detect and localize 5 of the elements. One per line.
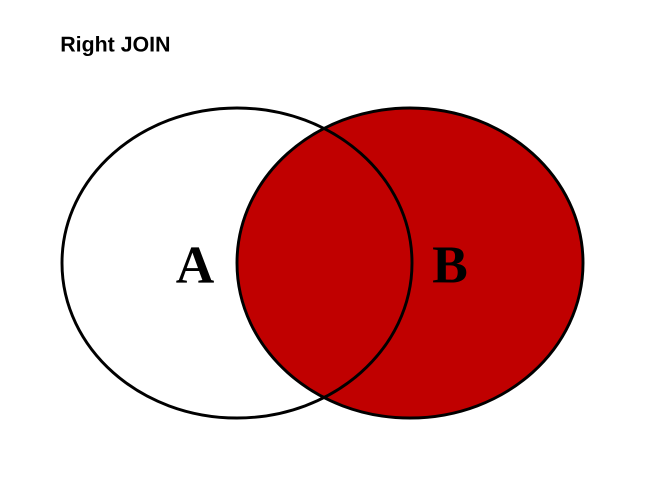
set-label: A <box>176 247 214 283</box>
set-circle <box>236 106 584 420</box>
set-circle <box>60 106 414 420</box>
title: Right JOIN <box>62 36 170 56</box>
set-label: B <box>433 247 466 283</box>
